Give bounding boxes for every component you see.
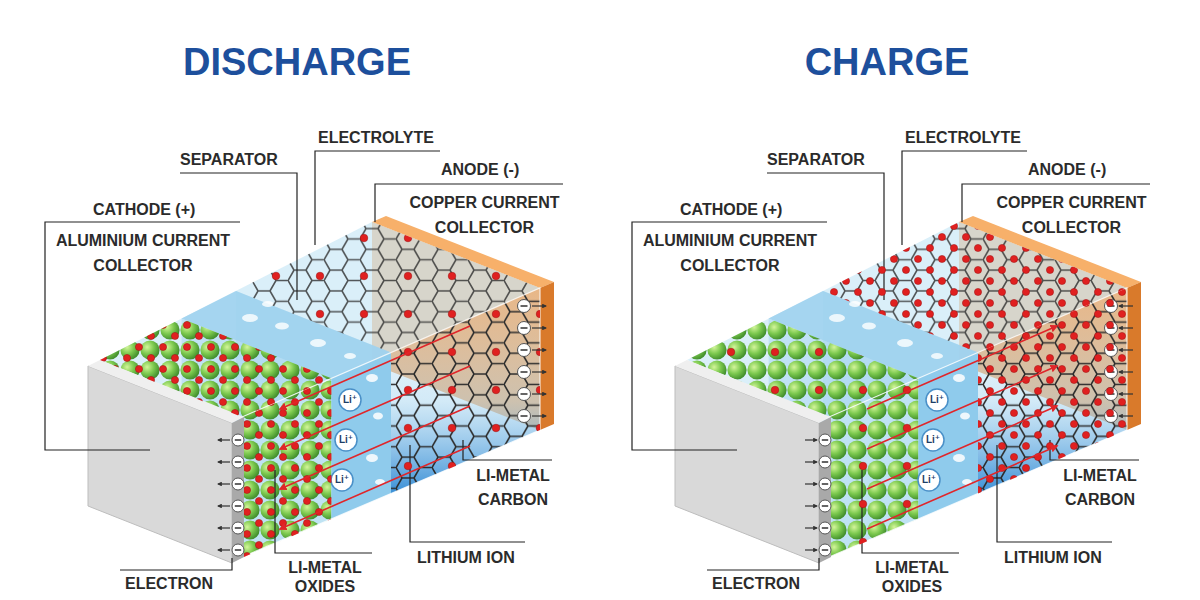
part-label: LI-METAL OXIDES [270,558,380,596]
part-label: LI-METAL OXIDES [857,558,967,596]
ion-arrows [867,326,1057,529]
part-label: CATHODE (+) [93,200,195,219]
ion-symbol: Li⁺ [930,394,944,406]
part-label: COPPER CURRENT COLLECTOR [984,190,1159,240]
panel-heading: CHARGE [805,40,970,84]
electron-arrows [805,306,1133,550]
part-label: ELECTRON [712,574,800,593]
ion-arrows [280,326,470,529]
part-label: ALUMINIUM CURRENT COLLECTOR [43,228,243,278]
part-label: ELECTRON [125,574,213,593]
part-label: SEPARATOR [180,150,278,169]
part-label: ELECTROLYTE [318,128,434,147]
ion-symbol: Li⁺ [922,474,936,486]
part-label: LI-METAL CARBON [458,464,568,512]
ion-symbol: Li⁺ [335,474,349,486]
part-label: LITHIUM ION [417,548,515,567]
part-label: CATHODE (+) [680,200,782,219]
part-label: ANODE (-) [1028,160,1106,179]
part-label: SEPARATOR [767,150,865,169]
part-label: ELECTROLYTE [905,128,1021,147]
part-label: ANODE (-) [441,160,519,179]
electron-arrows [218,306,546,550]
part-label: LI-METAL CARBON [1045,464,1155,512]
ion-symbol: Li⁺ [343,394,357,406]
ion-symbol: Li⁺ [926,434,940,446]
panel-heading: DISCHARGE [183,40,411,84]
part-label: ALUMINIUM CURRENT COLLECTOR [630,228,830,278]
part-label: COPPER CURRENT COLLECTOR [397,190,572,240]
ion-symbol: Li⁺ [339,434,353,446]
part-label: LITHIUM ION [1004,548,1102,567]
